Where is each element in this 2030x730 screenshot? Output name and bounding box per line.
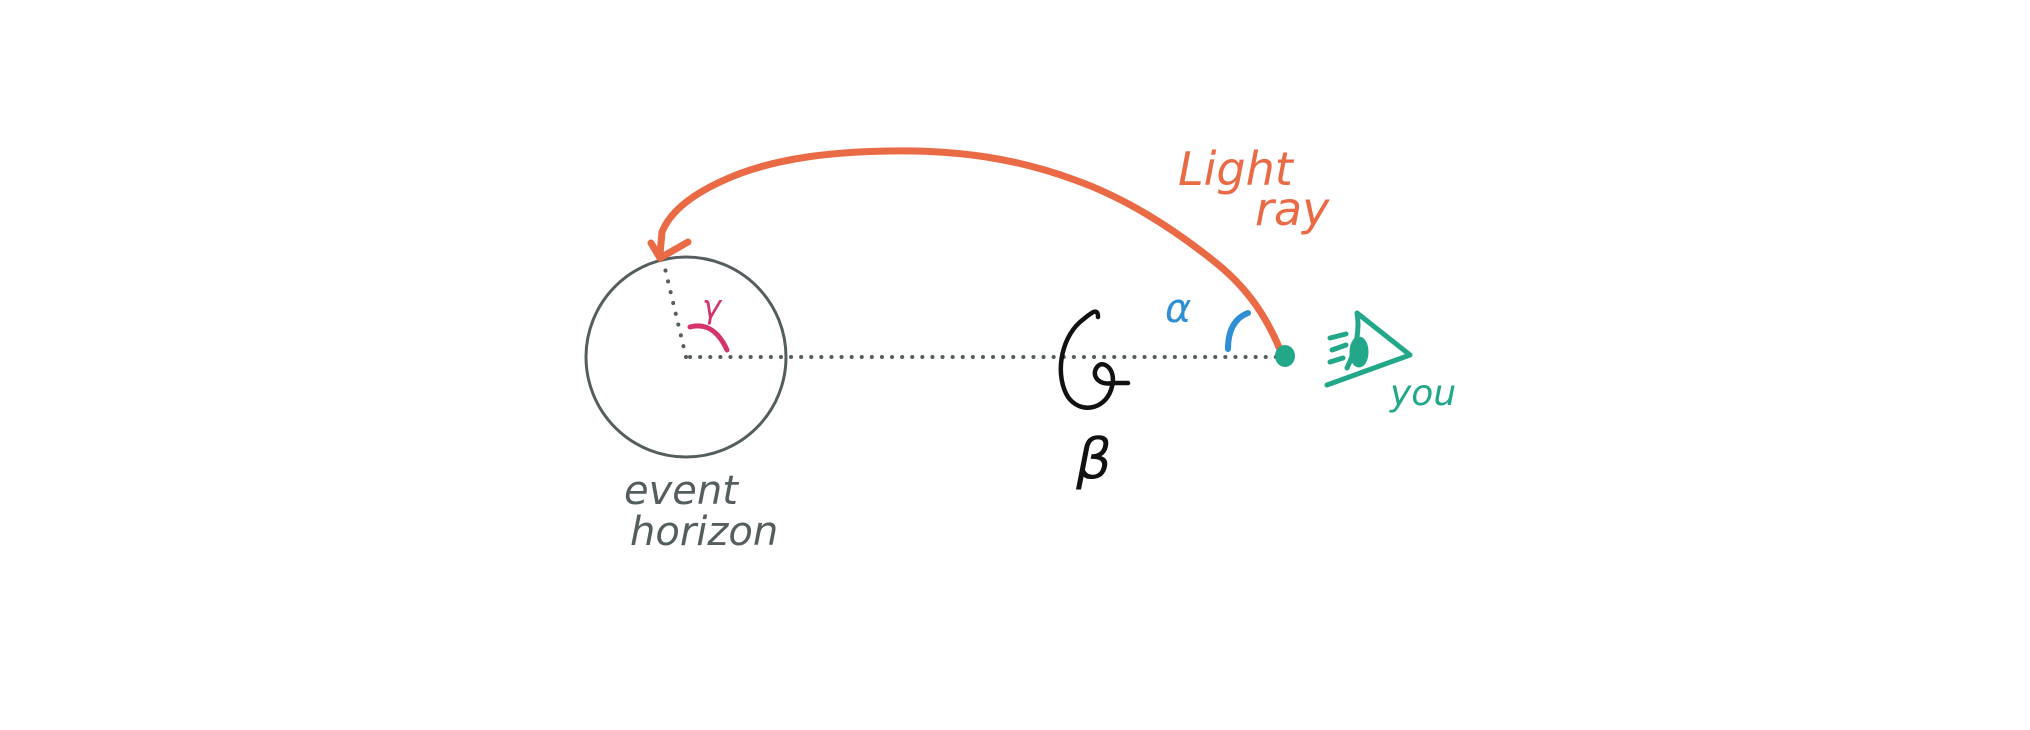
observer-point xyxy=(1275,345,1295,367)
observer-label: you xyxy=(1389,373,1456,414)
light-ray-label-line2: ray xyxy=(1255,182,1330,236)
beta-label: β xyxy=(1075,427,1112,492)
light-ray-arrowhead xyxy=(647,238,692,262)
gamma-label: γ xyxy=(702,288,723,326)
event-horizon-circle xyxy=(584,255,788,459)
light-ray-path xyxy=(656,147,1285,356)
beta-angle-arc xyxy=(1058,309,1131,410)
alpha-angle-arc xyxy=(1225,310,1251,352)
alpha-label: α xyxy=(1165,286,1191,332)
event-horizon-label-line2: horizon xyxy=(630,509,778,555)
light-ray-label-line1: Light xyxy=(1178,142,1295,196)
gamma-angle-arc xyxy=(687,323,730,353)
eye-icon xyxy=(1324,310,1413,388)
event-horizon-label-line1: event xyxy=(624,468,739,514)
radius-dotted-line xyxy=(661,258,688,359)
